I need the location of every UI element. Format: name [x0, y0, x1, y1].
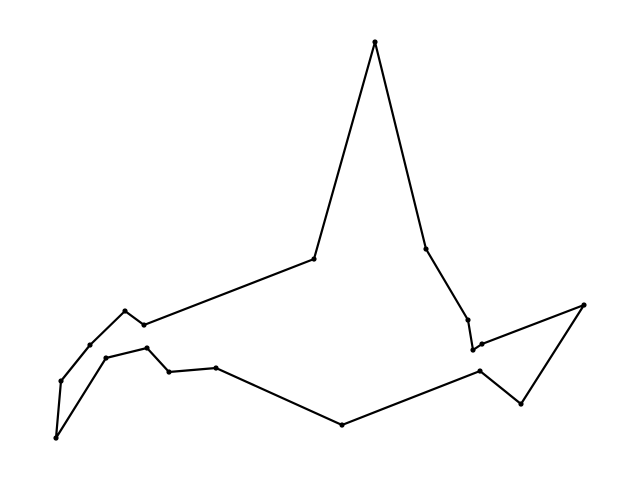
- vertex: [144, 345, 150, 351]
- vertex: [141, 322, 147, 328]
- vertex: [339, 422, 345, 428]
- vertex: [87, 342, 93, 348]
- vertex: [518, 401, 524, 407]
- vertex: [372, 39, 378, 45]
- polygon-outline: [54, 40, 586, 440]
- vertex: [166, 369, 172, 375]
- vertex: [103, 355, 109, 361]
- vertex: [122, 308, 128, 314]
- vertex: [311, 256, 317, 262]
- vertex: [423, 246, 429, 252]
- vertex: [477, 368, 483, 374]
- vertex: [470, 347, 476, 353]
- vertex: [465, 317, 471, 323]
- vertex-group: [53, 39, 587, 441]
- vertex: [479, 341, 485, 347]
- vertex: [58, 378, 64, 384]
- vertex: [53, 435, 59, 441]
- vertex: [581, 302, 587, 308]
- vertex: [213, 365, 219, 371]
